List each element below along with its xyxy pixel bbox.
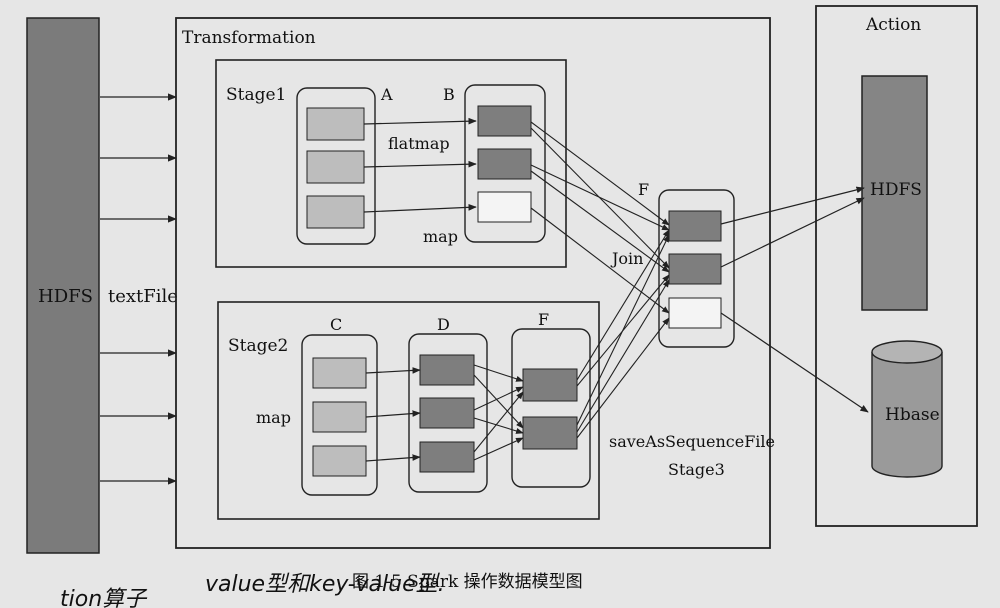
rdd-f-stage2-label: F: [538, 310, 549, 329]
partition-d2: [419, 397, 475, 429]
join-arrows-from-stage2: [576, 229, 670, 439]
rdd-c: [301, 334, 378, 496]
partition-b3: [477, 191, 532, 223]
rdd-a: [296, 87, 376, 245]
partition-c3: [312, 445, 367, 477]
partition-a3: [306, 195, 365, 229]
partition-fj1: [668, 210, 722, 242]
rdd-f-join: [658, 189, 735, 348]
partition-a2: [306, 150, 365, 184]
partition-c1: [312, 357, 367, 389]
hdfs-source-label: HDFS: [38, 286, 93, 307]
partition-d1: [419, 354, 475, 386]
stage2-frame: [217, 301, 600, 520]
handwriting-right: value型和key-value型.: [205, 572, 445, 597]
transformation-label: Transformation: [182, 28, 316, 48]
join-label: Join: [610, 249, 643, 268]
partition-d3: [419, 441, 475, 473]
rdd-b-label: B: [443, 85, 455, 104]
hdfs-sink-label: HDFS: [870, 180, 922, 200]
partition-f1: [522, 368, 578, 402]
textfile-label: textFile: [108, 286, 178, 307]
save-op-label: saveAsSequenceFile: [609, 432, 775, 451]
stage2-shuffle-arrows: [473, 364, 524, 461]
transformation-frame: [175, 17, 771, 549]
action-label: Action: [865, 15, 921, 35]
partition-f2: [522, 416, 578, 450]
join-arrows-from-stage1: [530, 121, 670, 314]
flatmap-label: flatmap: [388, 134, 450, 153]
figure-caption: 图 1-5 Spark 操作数据模型图: [352, 572, 583, 592]
rdd-a-label: A: [380, 85, 393, 104]
hbase-cylinder: [871, 340, 943, 478]
handwriting-left: tion算子: [60, 587, 148, 608]
hdfs-sink-block: [861, 75, 928, 311]
partition-b1: [477, 105, 532, 137]
rdd-d-label: D: [437, 315, 450, 334]
rdd-c-label: C: [330, 315, 342, 334]
stage3-label: Stage3: [668, 460, 725, 479]
hbase-label: Hbase: [885, 405, 940, 425]
textfile-arrows: [100, 93, 177, 485]
stage1-label: Stage1: [226, 85, 286, 105]
map-stage2-label: map: [256, 408, 291, 427]
stage2-label: Stage2: [228, 336, 288, 356]
partition-fj3: [668, 297, 722, 329]
stage2-map-arrows: [365, 367, 421, 462]
rdd-f-stage2: [511, 328, 591, 488]
partition-b2: [477, 148, 532, 180]
rdd-f-join-label: F: [638, 180, 649, 199]
map-stage1-label: map: [423, 227, 458, 246]
action-frame: [815, 5, 978, 527]
action-arrows: [720, 186, 869, 413]
partition-c2: [312, 401, 367, 433]
rdd-d: [408, 333, 488, 493]
rdd-b: [464, 84, 546, 243]
hdfs-source-block: [26, 17, 100, 554]
stage1-arrows: [363, 117, 477, 213]
partition-a1: [306, 107, 365, 141]
partition-fj2: [668, 253, 722, 285]
